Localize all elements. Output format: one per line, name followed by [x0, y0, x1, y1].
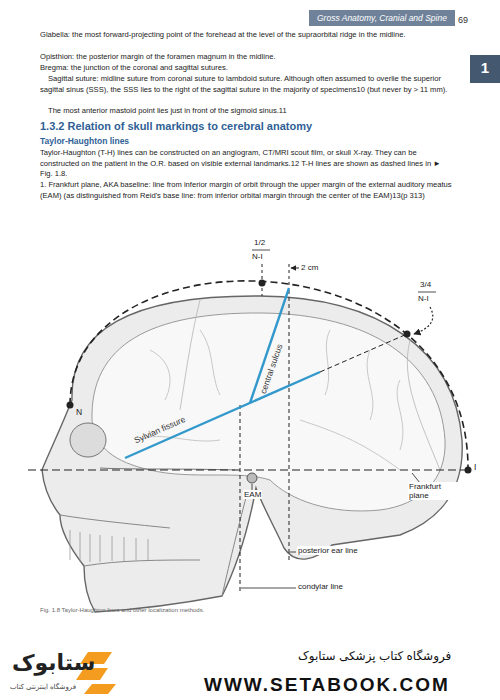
line-label: condylar line	[297, 582, 344, 591]
subheading: Taylor-Haughton lines	[40, 136, 129, 148]
landmark-label: N	[76, 407, 82, 419]
line-label: Frankfurt plane	[408, 482, 462, 500]
three-quarter-dot	[404, 331, 411, 338]
sylvian-fissure-line	[125, 372, 320, 458]
fraction-label: 1/2	[254, 237, 265, 248]
maxilla-mandible	[60, 490, 248, 596]
line-label: posterior ear line	[297, 546, 359, 555]
leader-line	[290, 552, 296, 553]
body-text: Taylor-Haughton (T-H) lines can be const…	[40, 148, 454, 180]
watermark-logo: فروشگاه اینترنتی کتاب	[10, 682, 76, 692]
leader-line	[241, 588, 296, 589]
nasion-inion-arc	[70, 281, 468, 470]
watermark-text: فروشگاه کتاب پزشکی ستابوک	[298, 648, 451, 665]
section-heading: 1.3.2 Relation of skull markings to cere…	[40, 119, 312, 134]
landmark-label: EAM	[243, 490, 262, 499]
fraction-bar	[252, 250, 270, 251]
body-text: Opisthion: the posterior margin of the f…	[40, 52, 454, 63]
body-text: Glabella: the most forward-projecting po…	[40, 30, 454, 41]
three-quarter-arrow	[414, 307, 433, 334]
body-text: The most anterior mastoid point lies jus…	[40, 106, 454, 117]
header-band: Gross Anatomy, Cranial and Spine	[309, 10, 455, 26]
fraction-label: N-I	[418, 293, 429, 304]
sylvian-extension	[320, 334, 407, 372]
eam-marker	[247, 473, 257, 483]
chapter-tab: 1	[470, 55, 500, 83]
two-cm-arrow	[291, 268, 299, 269]
watermark-url: WWW.SETABOOK.COM	[204, 672, 450, 699]
chapter-tab-text: 1	[470, 59, 500, 76]
teeth	[70, 530, 148, 562]
half-point-dot	[259, 280, 266, 287]
watermark-logo: ستابوک	[12, 648, 95, 679]
body-text: Bregma: the junction of the coronal and …	[40, 63, 454, 74]
dimension-label: 2 cm	[301, 262, 318, 273]
brain-sulci	[140, 330, 403, 470]
figure-caption: Fig. 1.8 Taylor-Haughton lines and other…	[40, 606, 204, 614]
fraction-label: 3/4	[420, 279, 431, 290]
cranial-sutures	[180, 300, 440, 470]
condylar-line	[240, 405, 241, 594]
fraction-bar	[418, 292, 436, 293]
two-cm-line	[289, 264, 290, 286]
page-number: 69	[458, 14, 468, 27]
skull-outline	[42, 296, 462, 612]
header-band-text: Gross Anatomy, Cranial and Spine	[317, 13, 447, 23]
landmark-label: I	[474, 462, 476, 474]
central-sulcus-line	[250, 288, 289, 403]
orbit	[70, 423, 106, 457]
inion-dot	[465, 467, 472, 474]
posterior-ear-line	[289, 290, 290, 560]
list-item: 1. Frankfurt plane, AKA baseline: line f…	[40, 180, 454, 201]
fraction-label: N-I	[252, 251, 263, 262]
nasion-dot	[67, 402, 74, 409]
brain-outline	[92, 313, 445, 511]
body-text: Sagittal suture: midline suture from cor…	[40, 74, 454, 95]
frankfurt-plane-line	[28, 469, 465, 470]
